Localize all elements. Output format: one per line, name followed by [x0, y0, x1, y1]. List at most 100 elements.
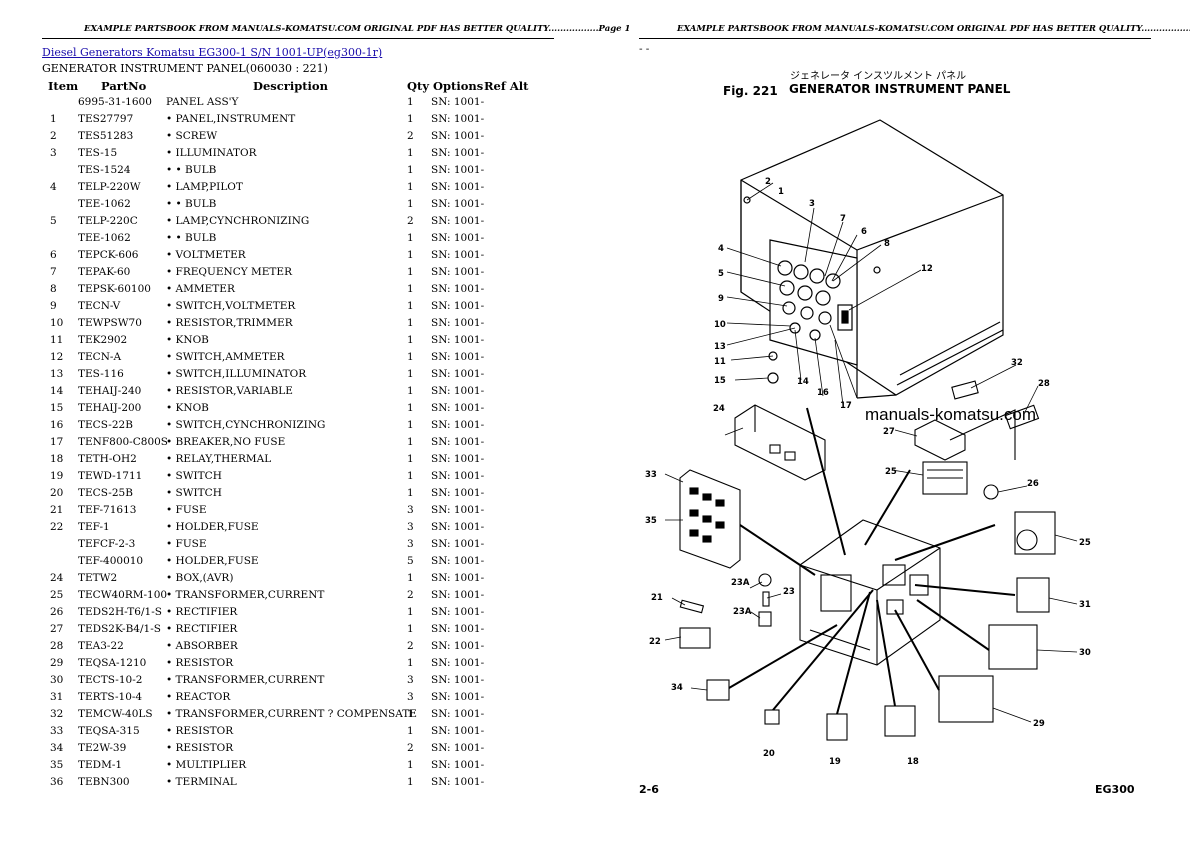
- callout-25-right: 25: [1079, 538, 1091, 548]
- col-header-description: Description: [253, 79, 328, 93]
- row-item: 1: [50, 113, 57, 125]
- row-partno: TES51283: [78, 130, 134, 142]
- row-item: 12: [50, 351, 64, 363]
- row-options: SN: 1001-: [431, 436, 485, 448]
- header-divider: [639, 38, 1151, 39]
- row-options: SN: 1001-: [431, 504, 485, 516]
- callout-12: 12: [921, 264, 933, 274]
- callout-24: 24: [713, 404, 725, 414]
- callout-29: 28: [1038, 379, 1050, 389]
- row-qty: 1: [407, 317, 414, 329]
- row-partno: TEQSA-1210: [78, 657, 147, 669]
- row-description: PANEL ASS'Y: [166, 96, 239, 108]
- row-options: SN: 1001-: [431, 334, 485, 346]
- callout-16: 16: [817, 388, 829, 398]
- row-item: 14: [50, 385, 64, 397]
- callout-13: 13: [714, 342, 726, 352]
- row-qty: 1: [407, 385, 414, 397]
- row-description: • LAMP,CYNCHRONIZING: [166, 215, 310, 227]
- figure-number: Fig. 221: [723, 84, 778, 98]
- row-item: 21: [50, 504, 64, 516]
- row-options: SN: 1001-: [431, 419, 485, 431]
- row-description: • SWITCH,AMMETER: [166, 351, 285, 363]
- row-qty: 1: [407, 334, 414, 346]
- callout-5: 5: [718, 269, 724, 279]
- page-header: EXAMPLE PARTSBOOK FROM MANUALS-KOMATSU.C…: [84, 24, 631, 34]
- row-partno: TECS-25B: [78, 487, 133, 499]
- row-description: • LAMP,PILOT: [166, 181, 243, 193]
- row-options: SN: 1001-: [431, 300, 485, 312]
- callout-34: 33: [645, 470, 657, 480]
- row-qty: 1: [407, 453, 414, 465]
- row-partno: TETH-OH2: [78, 453, 137, 465]
- row-partno: TEF-1: [78, 521, 110, 533]
- callout-35: 34: [671, 683, 683, 693]
- row-options: SN: 1001-: [431, 640, 485, 652]
- row-item: 6: [50, 249, 57, 261]
- terminal-board-drawing: [679, 469, 741, 569]
- row-qty: 1: [407, 759, 414, 771]
- row-item: 34: [50, 742, 64, 754]
- col-header-item: Item: [48, 79, 79, 93]
- row-options: SN: 1001-: [431, 147, 485, 159]
- cabinet-drawing: [740, 119, 1004, 399]
- row-partno: TEDS2K-B4/1-S: [78, 623, 161, 635]
- row-partno: TEWD-1711: [78, 470, 143, 482]
- callout-23a-lower: 23A: [733, 607, 752, 617]
- row-qty: 2: [407, 640, 414, 652]
- row-partno: TEDM-1: [78, 759, 123, 771]
- row-partno: TELP-220W: [78, 181, 141, 193]
- row-qty: 1: [407, 725, 414, 737]
- row-qty: 1: [407, 283, 414, 295]
- row-qty: 2: [407, 589, 414, 601]
- figure-title: GENERATOR INSTRUMENT PANEL: [789, 82, 1011, 96]
- row-item: 9: [50, 300, 57, 312]
- row-options: SN: 1001-: [431, 351, 485, 363]
- row-description: • SWITCH: [166, 487, 222, 499]
- row-qty: 2: [407, 130, 414, 142]
- row-description: • KNOB: [166, 334, 209, 346]
- row-item: 35: [50, 759, 64, 771]
- row-item: 4: [50, 181, 57, 193]
- callout-11: 11: [714, 357, 726, 367]
- row-options: SN: 1001-: [431, 368, 485, 380]
- row-options: SN: 1001-: [431, 181, 485, 193]
- row-partno: TEF-71613: [78, 504, 137, 516]
- row-qty: 1: [407, 572, 414, 584]
- row-options: SN: 1001-: [431, 130, 485, 142]
- breadcrumb-link[interactable]: Diesel Generators Komatsu EG300-1 S/N 10…: [42, 46, 383, 59]
- row-item: 36: [50, 776, 64, 788]
- row-options: SN: 1001-: [431, 538, 485, 550]
- row-options: SN: 1001-: [431, 232, 485, 244]
- callout-33: 32: [1011, 358, 1023, 368]
- callout-36: 35: [645, 516, 657, 526]
- row-item: 5: [50, 215, 57, 227]
- row-qty: 1: [407, 657, 414, 669]
- row-options: SN: 1001-: [431, 385, 485, 397]
- row-description: • VOLTMETER: [166, 249, 246, 261]
- row-partno: TECS-22B: [78, 419, 133, 431]
- row-qty: 1: [407, 606, 414, 618]
- row-description: • PANEL,INSTRUMENT: [166, 113, 296, 125]
- row-qty: 2: [407, 742, 414, 754]
- row-description: • RESISTOR: [166, 742, 234, 754]
- row-description: • RECTIFIER: [166, 606, 238, 618]
- callout-7: 7: [840, 214, 846, 224]
- callout-leaders: [664, 182, 1078, 723]
- row-qty: 3: [407, 504, 414, 516]
- row-item: 29: [50, 657, 64, 669]
